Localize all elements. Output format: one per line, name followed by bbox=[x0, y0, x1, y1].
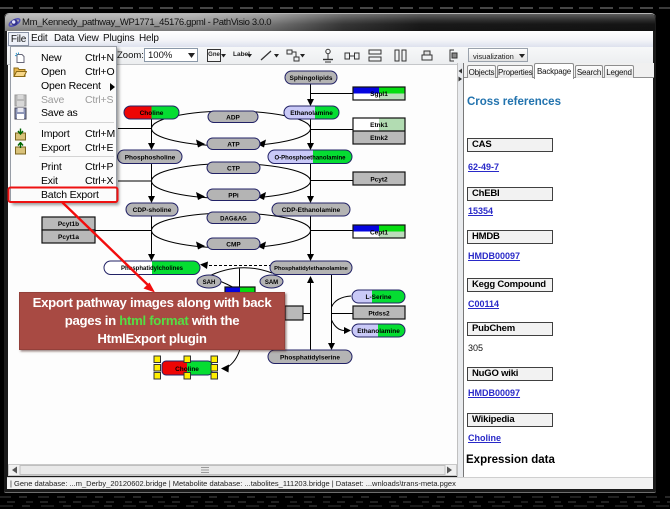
svg-text:ADP: ADP bbox=[226, 115, 240, 122]
svg-text:Etnk1: Etnk1 bbox=[370, 122, 388, 129]
svg-text:DAG&AG: DAG&AG bbox=[220, 217, 247, 223]
svg-text:Phosphosholine: Phosphosholine bbox=[125, 155, 176, 162]
svg-text:L-Serine: L-Serine bbox=[365, 294, 391, 301]
svg-text:O-Phosphoethanolamine: O-Phosphoethanolamine bbox=[274, 156, 346, 162]
svg-text:Ethanolamine: Ethanolamine bbox=[357, 328, 400, 335]
svg-text:Ptdss2: Ptdss2 bbox=[368, 311, 390, 318]
svg-text:Phosphatidylcholines: Phosphatidylcholines bbox=[121, 266, 184, 272]
svg-text:CMP: CMP bbox=[226, 242, 241, 249]
svg-text:Phosphatidylethanolamine: Phosphatidylethanolamine bbox=[274, 266, 349, 272]
svg-text:CDP-Ethanolamine: CDP-Ethanolamine bbox=[282, 207, 341, 214]
svg-text:SAH: SAH bbox=[203, 280, 216, 286]
svg-text:Etnk2: Etnk2 bbox=[370, 135, 388, 142]
svg-text:SAM: SAM bbox=[265, 280, 278, 286]
svg-text:Choline: Choline bbox=[175, 366, 199, 373]
svg-text:Pcyt1a: Pcyt1a bbox=[58, 234, 79, 241]
svg-text:Phosphatidylserine: Phosphatidylserine bbox=[280, 355, 340, 362]
svg-text:CTP: CTP bbox=[227, 166, 241, 173]
svg-text:Cept1: Cept1 bbox=[370, 230, 388, 237]
svg-text:Pcyt2: Pcyt2 bbox=[370, 177, 388, 184]
svg-text:CDP-sholine: CDP-sholine bbox=[133, 207, 172, 214]
svg-text:ATP: ATP bbox=[227, 142, 240, 149]
svg-text:Choline: Choline bbox=[140, 110, 164, 117]
svg-text:PPi: PPi bbox=[228, 193, 239, 200]
svg-text:Pcyt1b: Pcyt1b bbox=[58, 221, 79, 228]
svg-text:Sphingolipids: Sphingolipids bbox=[290, 75, 333, 82]
svg-text:Sgpl1: Sgpl1 bbox=[370, 91, 388, 98]
svg-text:Ethanolamine: Ethanolamine bbox=[290, 110, 333, 117]
